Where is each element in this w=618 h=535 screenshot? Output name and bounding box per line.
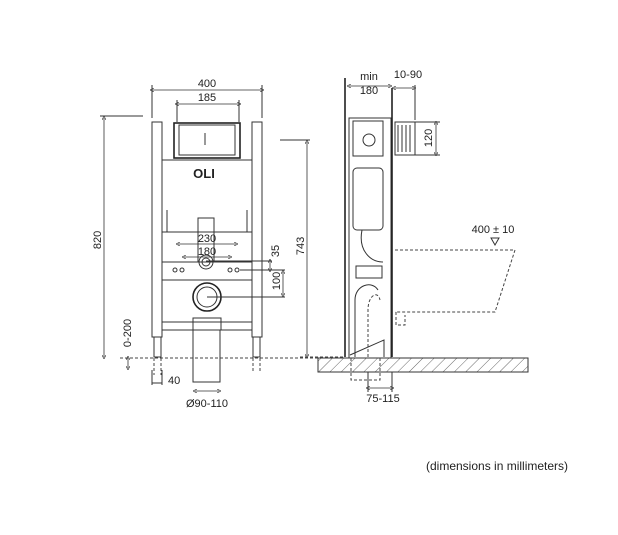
dim-pipe-diameter: Ø90-110 [186,398,228,410]
dim-height-743: 743 [295,237,307,255]
dim-flush-height: 120 [423,129,435,147]
dim-min-depth: 180 [360,85,378,97]
dim-wall-gap: 10-90 [394,69,422,81]
dim-drain-offset: 100 [271,272,283,290]
units-note: (dimensions in millimeters) [426,459,569,473]
dim-drain-range: 75-115 [366,393,399,405]
cistern [352,167,384,231]
cistern-top [352,120,384,157]
dim-bolt-offset: 35 [270,245,282,257]
dim-bolt-inner: 180 [198,246,216,258]
floor-slab [317,357,529,373]
dim-seat-height: 400 ± 10 [472,224,515,236]
dim-height-total: 820 [92,231,104,249]
dim-width-total: 400 [198,78,216,90]
level-symbol-icon [490,237,500,247]
oli-logo: OLI [193,166,215,181]
dim-foot-adjust: 0-200 [122,319,134,347]
dim-bolt-outer: 230 [198,233,216,245]
flush-connector [394,121,416,156]
toilet-bowl-outline [395,249,516,326]
drain-pipe [192,329,221,383]
dim-plate-width: 185 [198,92,216,104]
side-view: min 180 10-90 120 400 ± 10 75-115 [300,69,529,405]
dim-min-label: min [360,71,378,83]
front-view: OLI 400 185 820 743 230 180 35 1 [92,78,335,410]
flush-plate [173,122,241,159]
dim-foot-width: 40 [168,375,180,387]
